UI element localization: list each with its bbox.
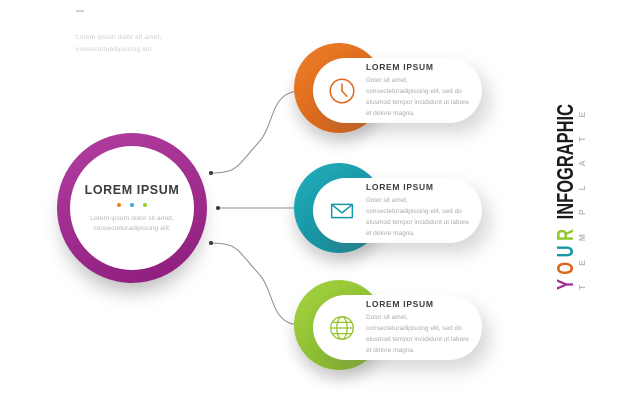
globe-icon xyxy=(326,312,358,344)
step-card-3: LOREM IPSUM Dolor sit amet, consectetura… xyxy=(294,280,494,374)
step-title-3: LOREM IPSUM xyxy=(366,299,434,309)
connector-line-bottom xyxy=(210,242,302,326)
step-title-1: LOREM IPSUM xyxy=(366,62,434,72)
hub-dots xyxy=(117,202,147,207)
hub-inner-disc: LOREM IPSUM Lorem ipsum dolor sit amet, … xyxy=(70,146,194,270)
hub-title: LOREM IPSUM xyxy=(84,182,180,197)
intro-text-line1: Lorem ipsum dolor sit amet, xyxy=(76,34,162,41)
vertical-title-letter-r: R xyxy=(552,229,578,241)
vertical-subtitle: TEMPLATE xyxy=(577,112,587,290)
step-text-2: LOREM IPSUM Dolor sit amet, consectetura… xyxy=(366,182,482,239)
step-pill-1: LOREM IPSUM Dolor sit amet, consectetura… xyxy=(313,58,482,123)
clock-icon xyxy=(326,75,358,107)
vertical-title: Y O U R INFOGRAPHIC xyxy=(552,104,578,290)
intro-dash xyxy=(76,10,84,12)
intro-text-line2: consectetuadipiscing elit. xyxy=(76,45,154,53)
step-body-1: Dolor sit amet, consecteturadipiscing el… xyxy=(366,77,469,117)
intro-note: Lorem ipsum dolor sit amet, consectetuad… xyxy=(76,10,162,55)
step-card-2: LOREM IPSUM Dolor sit amet, consectetura… xyxy=(294,163,494,257)
hub-dot-orange xyxy=(117,202,121,207)
connector-dot-bottom xyxy=(209,241,213,245)
step-body-2: Dolor sit amet, consecteturadipiscing el… xyxy=(366,197,469,237)
connector-dot-middle xyxy=(216,206,220,210)
step-pill-3: LOREM IPSUM Dolor sit amet, consectetura… xyxy=(313,295,482,360)
step-body-3: Dolor sit amet, consecteturadipiscing el… xyxy=(366,314,469,354)
vertical-title-word: INFOGRAPHIC xyxy=(552,104,578,219)
hub-dot-green xyxy=(143,202,147,207)
connector-line-top xyxy=(210,90,302,174)
vertical-title-letter-u: U xyxy=(552,245,578,257)
hub-dot-blue xyxy=(130,202,134,207)
step-card-1: LOREM IPSUM Dolor sit amet, consectetura… xyxy=(294,43,494,137)
hub-circle: LOREM IPSUM Lorem ipsum dolor sit amet, … xyxy=(57,133,207,283)
hub-subtitle: Lorem ipsum dolor sit amet, consectetura… xyxy=(90,214,174,232)
vertical-title-letter-o: O xyxy=(552,262,578,275)
step-pill-2: LOREM IPSUM Dolor sit amet, consectetura… xyxy=(313,178,482,243)
connector-dot-top xyxy=(209,171,213,175)
step-title-2: LOREM IPSUM xyxy=(366,182,434,192)
step-text-3: LOREM IPSUM Dolor sit amet, consectetura… xyxy=(366,299,482,356)
step-text-1: LOREM IPSUM Dolor sit amet, consectetura… xyxy=(366,62,482,119)
vertical-title-letter-y: Y xyxy=(552,279,578,290)
mail-icon xyxy=(326,195,358,227)
